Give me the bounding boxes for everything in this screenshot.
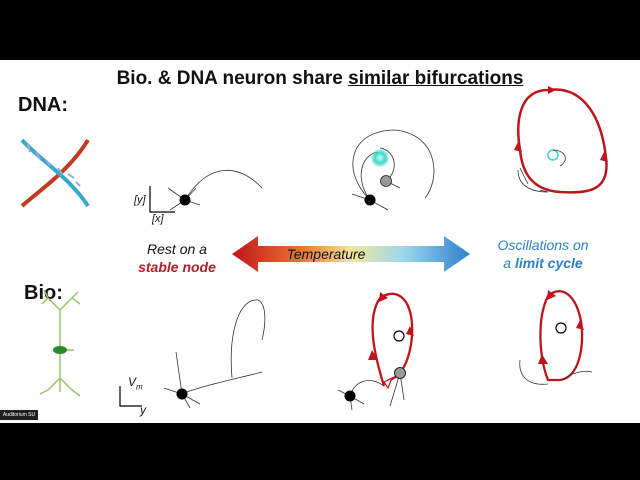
temperature-label: Temperature bbox=[286, 246, 366, 262]
row-label-dna: DNA: bbox=[18, 94, 68, 116]
limit-cycle-label: Oscillations on a limit cycle bbox=[497, 237, 589, 271]
dna-phase-portrait-2 bbox=[351, 129, 435, 211]
dna-helix-icon bbox=[20, 138, 90, 208]
bio-phase-portrait-2 bbox=[337, 292, 414, 411]
bio-phase-portrait-1 bbox=[119, 299, 266, 409]
slide: Bio. & DNA neuron share similar bifurcat… bbox=[0, 60, 640, 423]
bio-phase-portrait-3 bbox=[519, 290, 593, 385]
dna-phase-portrait-3 bbox=[514, 86, 608, 194]
temperature-arrow bbox=[232, 236, 470, 272]
stable-node-label: Rest on a stable node bbox=[138, 241, 216, 275]
axis-label-v-bio: Vm bbox=[128, 375, 143, 392]
row-label-bio: Bio: bbox=[24, 282, 63, 304]
axis-label-y-dna: [y] bbox=[134, 194, 146, 206]
dna-phase-portrait-1 bbox=[149, 169, 263, 213]
neuron-icon bbox=[39, 289, 81, 397]
axis-label-y-bio: y bbox=[140, 403, 146, 417]
diagram-canvas bbox=[20, 86, 608, 411]
participant-name-badge: Auditorium SU bbox=[0, 410, 38, 420]
axis-label-x-dna: [x] bbox=[152, 213, 164, 225]
slide-title: Bio. & DNA neuron share similar bifurcat… bbox=[116, 68, 524, 89]
